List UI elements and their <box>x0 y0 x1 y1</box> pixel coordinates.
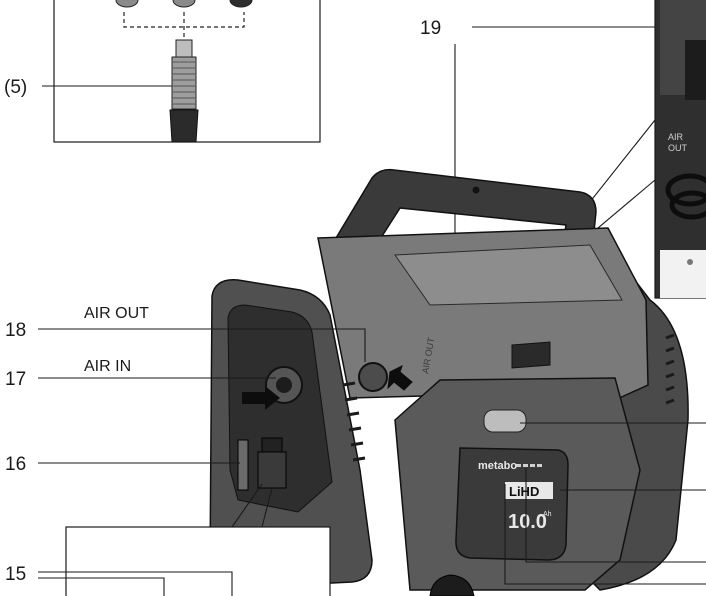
adapter-cap-2 <box>172 0 196 8</box>
battery-capacity: 10.0 <box>508 511 547 533</box>
door-vents <box>342 381 366 462</box>
air-out-arrow <box>387 365 413 391</box>
door-inner-recess <box>227 304 333 513</box>
callout-15-zoom-1 <box>231 483 263 528</box>
power-button <box>483 409 527 433</box>
battery-type-leader <box>504 484 706 585</box>
callout-18-leader <box>38 328 366 362</box>
needle-adapter <box>237 439 249 491</box>
battery-brand: metabo <box>478 460 517 472</box>
inset-air-label-2: OUT <box>668 143 688 153</box>
handle-screw <box>472 186 480 194</box>
charge-indicator-leader <box>525 468 706 563</box>
coiled-hose-2 <box>669 190 706 220</box>
air-in-arrow <box>242 386 280 410</box>
battery-type-badge <box>505 482 553 499</box>
callout-19: 19 <box>420 18 441 39</box>
adapter-cap-3 <box>229 0 253 8</box>
callout-5: (5) <box>4 77 27 98</box>
dashed-connector <box>123 12 245 40</box>
coiled-hose-1 <box>665 173 706 207</box>
bottom-nozzle <box>429 574 475 596</box>
hose-connector-top <box>261 437 283 453</box>
callout-15-leader-b <box>38 577 165 596</box>
valve-tip <box>175 39 193 59</box>
air-out-port <box>358 362 388 392</box>
hose-connector-body <box>257 451 287 489</box>
callout-15-leader-a <box>38 571 233 596</box>
valve-adapter-inset: (5) <box>4 0 321 143</box>
callout-18: 18 <box>5 320 26 341</box>
callout-15: 15 <box>5 564 26 585</box>
inset-light-area <box>660 250 706 298</box>
adapter-cap-1 <box>115 0 139 8</box>
compressor-device: AIR OUT metabo LiHD 10.0 Ah <box>209 168 689 596</box>
air-out-label: AIR OUT <box>84 305 149 322</box>
air-in-label: AIR IN <box>84 358 131 375</box>
battery-pack <box>455 447 569 561</box>
hose-end <box>169 109 199 143</box>
inset-nozzle <box>687 259 693 265</box>
inset-air-label-1: AIR <box>668 132 684 142</box>
latch <box>511 341 551 369</box>
hose-detail-inset: AIR OUT <box>654 0 706 299</box>
callout-15-box <box>65 526 331 596</box>
valve-knurling <box>173 61 195 105</box>
inset-dark-panel <box>685 40 706 100</box>
right-vents <box>665 333 675 405</box>
battery-type: LiHD <box>509 484 539 499</box>
valve-body <box>171 56 197 110</box>
top-panel <box>394 244 623 306</box>
air-in-port-center <box>276 377 292 393</box>
battery-unit: Ah <box>543 511 552 518</box>
callout-16: 16 <box>5 454 26 475</box>
callout-17: 17 <box>5 369 26 390</box>
battery-charge-leds <box>516 464 542 467</box>
callout-15-zoom-2 <box>261 487 273 528</box>
